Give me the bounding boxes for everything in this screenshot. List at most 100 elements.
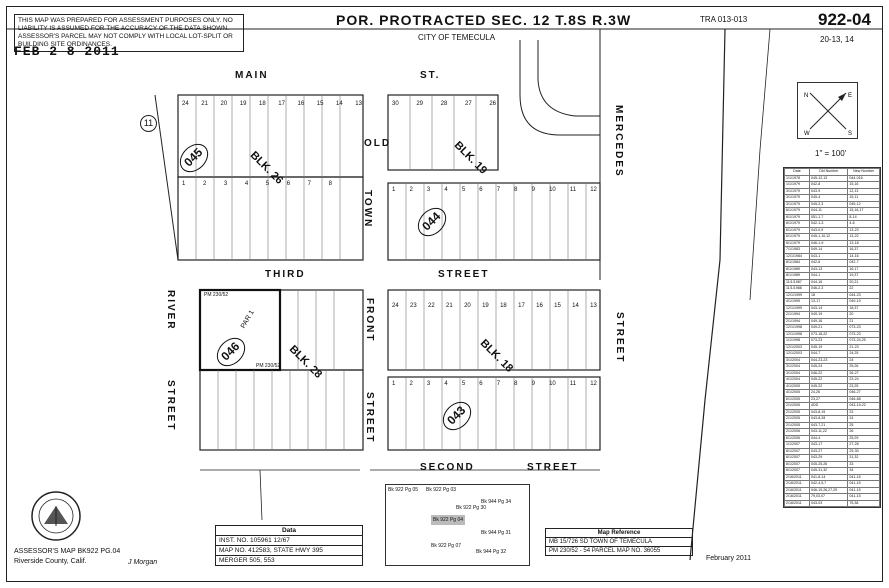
lot-number: 6	[479, 187, 483, 193]
lot-number: 6	[286, 181, 291, 187]
inset-label-current: Bk 922 Pg 04	[431, 515, 466, 525]
lot-number: 5	[265, 181, 270, 187]
lot-number: 3	[426, 381, 431, 387]
legend-cell: 043-03	[808, 499, 849, 507]
street-front: FRONT	[364, 298, 375, 343]
lot-number: 24	[392, 303, 399, 309]
legend-cell: 75,38	[847, 499, 880, 507]
inset-label: Bk 944 Pg 34	[481, 499, 512, 505]
lot-number: 4	[444, 381, 448, 387]
lot-row-mid-left: 1 2 3 4 5 6 7 8	[182, 181, 332, 187]
lot-number: 10	[549, 187, 556, 193]
lot-number: 27	[464, 101, 472, 107]
lot-number: 9	[531, 187, 535, 193]
lot-number: 16	[536, 303, 543, 309]
north-arrow-box: N S E W	[797, 82, 858, 139]
lot-number: 22	[428, 303, 435, 309]
data-line: MERGER 505, 553	[216, 555, 362, 565]
data-line: INST. NO. 105961 12/67	[216, 535, 362, 545]
inset-label: Bk 922 Pg 07	[431, 543, 462, 549]
data-line: MAP NO. 412583, STATE HWY 395	[216, 545, 362, 555]
lot-number: 28	[440, 101, 448, 107]
lot-number: 12	[590, 187, 597, 193]
map-number: 922-04	[818, 10, 871, 29]
inset-label: Bk 922 Pg 05	[388, 487, 419, 493]
lot-number: 4	[444, 187, 448, 193]
city-label: CITY OF TEMECULA	[418, 33, 496, 42]
date-stamp: FEB 2 8 2011	[14, 44, 120, 59]
lot-number: 30	[392, 101, 399, 107]
lot-row-mid-right: 1 2 3 4 5 6 7 8 9 10 11 12	[392, 187, 597, 193]
lot-number: 4	[244, 181, 249, 187]
lot-number: 11	[569, 381, 577, 387]
pm-top-label: PM 230/52	[204, 292, 229, 298]
county-seal-icon	[31, 491, 81, 541]
footer-date: February 2011	[706, 555, 752, 562]
street-main: MAIN	[235, 70, 269, 81]
street-front-name: STREET	[364, 392, 375, 444]
inset-label: Bk 944 Pg 32	[476, 549, 507, 555]
lot-row-bot-right: 1 2 3 4 5 6 7 8 9 10 11 12	[392, 381, 597, 387]
inset-label: Bk 944 Pg 31	[481, 530, 512, 536]
scale-label: 1" = 100'	[815, 149, 847, 158]
lot-number: 1	[392, 381, 396, 387]
lot-number: 24	[182, 101, 189, 107]
inset-label: Bk 922 Pg 03	[426, 487, 457, 493]
svg-text:E: E	[848, 93, 852, 99]
lot-number: 1	[392, 187, 396, 193]
lot-number: 2	[409, 187, 413, 193]
section-title: POR. PROTRACTED SEC. 12 T.8S R.3W	[336, 12, 632, 28]
street-second-name: STREET	[527, 462, 579, 473]
svg-text:W: W	[804, 131, 810, 137]
north-arrow-icon: N S E W	[804, 92, 852, 137]
lot-number: 23	[410, 303, 417, 309]
lot-number: 15	[554, 303, 561, 309]
street-river-name: STREET	[165, 380, 176, 432]
map-frame	[6, 6, 883, 582]
lot-number: 8	[514, 187, 518, 193]
street-mercedes: MERCEDES	[613, 105, 624, 178]
inset-index-map: Bk 922 Pg 05 Bk 922 Pg 03 Bk 944 Pg 34 B…	[385, 484, 530, 566]
lot-number: 16	[297, 101, 305, 107]
lot-number: 7	[496, 381, 501, 387]
lot-number: 3	[223, 181, 228, 187]
svg-text:S: S	[848, 131, 852, 137]
lot-number: 14	[336, 101, 343, 107]
lot-number: 8	[514, 381, 518, 387]
ref-line: PM 230/52 - 54 PARCEL MAP NO. 36055	[546, 546, 692, 555]
street-old: OLD	[364, 138, 392, 149]
map-reference-box: Map Reference MB 15/726 SD TOWN OF TEMEC…	[545, 528, 693, 556]
lot-row-top-left: 24 21 20 19 18 17 16 15 14 13	[182, 101, 362, 107]
street-river: RIVER	[165, 290, 176, 331]
lot-number: 17	[518, 303, 525, 309]
street-second: SECOND	[420, 462, 475, 473]
tra-label: TRA 013-013	[700, 15, 748, 24]
lot-number: 14	[572, 303, 579, 309]
lot-number: 21	[201, 101, 208, 107]
map-sub-number: 20-13, 14	[820, 35, 854, 44]
lot-number: 18	[259, 101, 266, 107]
street-town: TOWN	[362, 190, 373, 229]
street-mercedes-lower: STREET	[614, 312, 625, 364]
lot-number: 5	[461, 187, 466, 193]
lot-number: 17	[278, 101, 285, 107]
lot-number: 13	[355, 101, 362, 107]
footer-signature: J Morgan	[128, 559, 158, 566]
ref-line: MB 15/726 SD TOWN OF TEMECULA	[546, 537, 692, 546]
lot-number: 10	[549, 381, 556, 387]
lot-number: 12	[590, 381, 597, 387]
circle-11-label: 11	[140, 115, 157, 132]
lot-row-top-right: 30 29 28 27 26	[392, 101, 496, 107]
lot-number: 1	[182, 181, 186, 187]
lot-row-low-right: 24 23 22 21 20 19 18 17 16 15 14 13	[392, 303, 597, 309]
lot-number: 7	[496, 187, 501, 193]
data-box: Data INST. NO. 105961 12/67 MAP NO. 4125…	[215, 525, 363, 566]
legend-cell: 2/16/2011	[784, 499, 810, 507]
lot-number: 5	[461, 381, 466, 387]
street-st: ST.	[420, 70, 441, 81]
lot-number: 9	[531, 381, 535, 387]
lot-number: 2	[409, 381, 413, 387]
